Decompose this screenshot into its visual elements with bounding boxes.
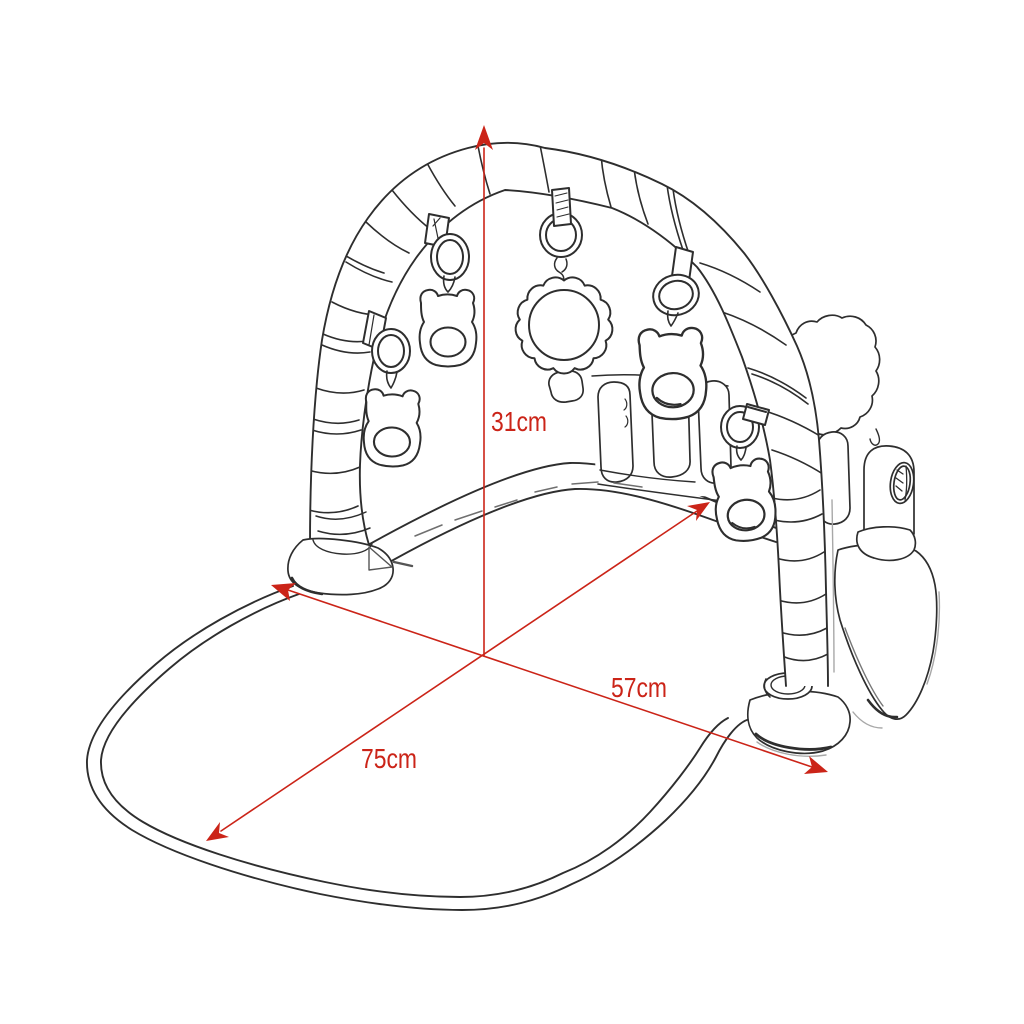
svg-text:57cm: 57cm xyxy=(611,672,667,703)
svg-text:75cm: 75cm xyxy=(361,743,417,774)
svg-text:31cm: 31cm xyxy=(491,406,547,437)
